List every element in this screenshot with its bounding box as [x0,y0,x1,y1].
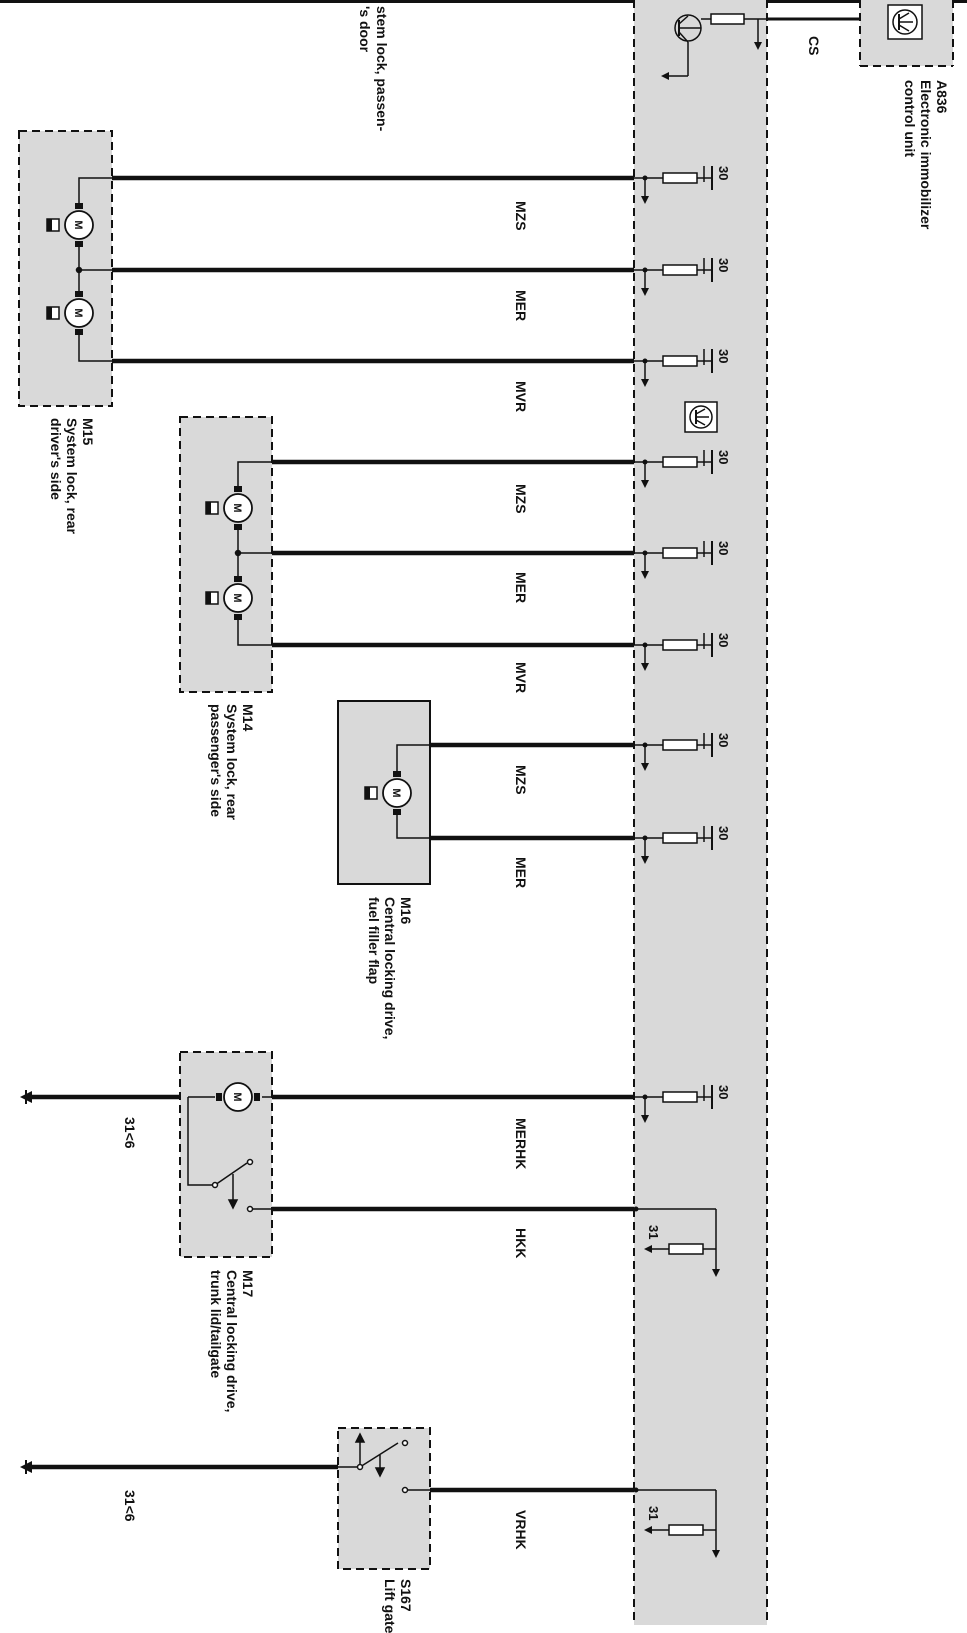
motor-icon: M [205,486,253,530]
wire-label-m14-mvr: MVR [513,662,529,694]
m14-component-box [179,416,273,693]
m14-name-line-2: passenger's side [208,704,224,818]
m16-internal-wiring [396,744,430,839]
s167-switch-icon [338,1432,430,1494]
svg-text:M: M [72,220,84,229]
svg-text:M: M [231,593,243,602]
motor-icon: M [46,203,94,247]
wire-label-s167-vrhk: VRHK [513,1510,529,1550]
wire-label-m14-mzs: MZS [513,484,529,514]
terminal-30-label: 30 [716,541,731,556]
wire-label-m16-mer: MER [513,857,529,889]
terminal-30-label: 30 [716,826,731,841]
driver-30-circuit [634,633,713,671]
terminal-30-label: 30 [716,258,731,273]
m15-code: M15 [80,418,96,446]
m17-name-line-2: trunk lid/tailgate [208,1270,224,1379]
transistor-icon [661,13,767,80]
m16-name-line-1: Central locking drive, [382,897,398,1040]
module-transistor-icon [684,401,718,433]
driver-30-circuit [634,166,713,204]
m14-name-line-1: System lock, rear [224,704,240,820]
m14-code: M14 [240,704,256,732]
a836-transistor-icon [887,4,923,40]
motor-symbols: M M M M M M [46,203,412,1112]
m14-internal-wiring [234,461,272,646]
harness-wires [32,175,634,1493]
s167-ground-label: 31<6 [122,1490,138,1522]
driver-30-circuit [634,258,713,296]
a836-name-line-2: control unit [902,80,918,157]
driver-31-circuit [633,1206,720,1277]
m17-name-line-1: Central locking drive, [224,1270,240,1413]
terminal-30-label: 30 [716,733,731,748]
m15-name-line-1: System lock, rear [64,418,80,534]
driver-30-circuit [634,450,713,488]
motor-icon: M [46,291,94,335]
wire-label-m15-mer: MER [513,290,529,322]
m16-name-line-2: fuel filler flap [366,897,382,985]
control-module-panel [634,0,767,1625]
m17-internal-wiring [187,1096,272,1213]
svg-text:M: M [72,308,84,317]
terminal-30-label: 30 [716,166,731,181]
driver-30-circuit [634,826,713,864]
wire-label-m14-mer: MER [513,572,529,604]
wire-label-m17-merhk: MERHK [513,1118,529,1170]
svg-text:M: M [390,788,402,797]
m16-code: M16 [398,897,414,925]
s167-code: S167 [398,1579,414,1612]
a836-code: A836 [934,80,950,114]
wire-label-m15-mzs: MZS [513,201,529,231]
wire-label-m17-hkk: HKK [513,1228,529,1259]
m15-component-box [18,130,113,407]
driver-30-circuit [634,541,713,579]
cs-signal-label: CS [806,36,822,56]
driver-30-circuit [634,349,713,387]
terminal-30-label: 30 [716,349,731,364]
motor-icon: M [216,1082,260,1112]
a836-name-line-1: Electronic immobilizer [918,80,934,230]
wire-label-m15-mvr: MVR [513,381,529,413]
m17-code: M17 [240,1270,256,1298]
m17-ground-label: 31<6 [122,1117,138,1149]
svg-text:M: M [231,1092,243,1101]
terminal-30-label: 30 [716,633,731,648]
terminal-30-label: 30 [716,1085,731,1100]
terminal-31-label: 31 [646,1225,661,1240]
driver-31-circuit [633,1487,720,1558]
m15-internal-wiring [75,177,112,362]
m17-component-box [179,1051,273,1258]
motor-icon: M [205,576,253,620]
terminal-30-label: 30 [716,450,731,465]
wire-label-m16-mzs: MZS [513,765,529,795]
driver-30-circuit [634,1085,713,1123]
terminal-31-label: 31 [646,1506,661,1521]
motor-icon: M [364,771,412,815]
module-driver-circuits [633,166,720,1558]
svg-text:M: M [231,503,243,512]
top-truncated-label-1: stem lock, passen- [374,6,390,132]
driver-30-circuit [634,733,713,771]
s167-component-box [337,1427,431,1570]
top-truncated-label-2: 's door [357,6,373,53]
ground-arrow-icons [20,1090,32,1474]
m15-name-line-2: driver's side [48,418,64,500]
